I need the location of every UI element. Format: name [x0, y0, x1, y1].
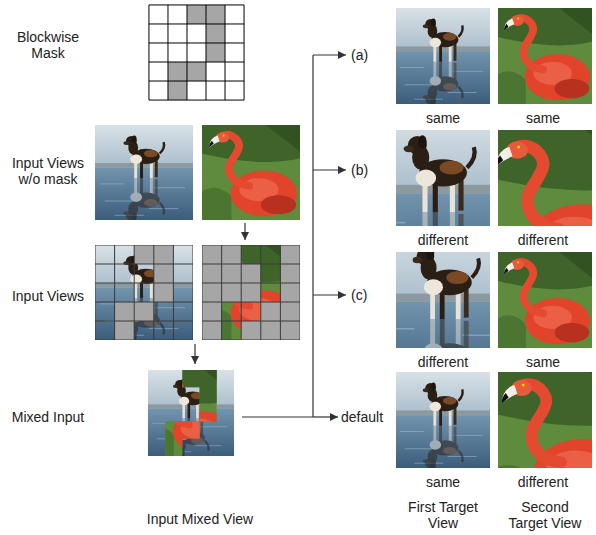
mixed-photo-part	[148, 370, 234, 457]
variant-label: default	[341, 409, 395, 425]
masked-dog-photo-part	[95, 245, 193, 340]
branch-arrows-part	[313, 169, 346, 170]
column-label: Input Mixed View	[110, 511, 290, 527]
down-arrow	[194, 344, 195, 364]
target-view-tile: different	[392, 252, 494, 370]
variant-label: (a)	[351, 47, 391, 63]
tile-image-area	[492, 372, 594, 468]
flamingo-photo-part	[202, 125, 300, 220]
blockwise-mask-grid-part	[149, 5, 244, 100]
target-dog-photo-part	[395, 372, 491, 469]
row-label: Mixed Input	[3, 409, 93, 425]
tile-image-area	[492, 130, 594, 226]
target-flamingo-photo	[497, 252, 593, 348]
blockwise-mask-grid-part	[149, 5, 244, 100]
branch-arrows-part	[313, 54, 346, 55]
view-caption: same	[392, 110, 494, 126]
masked-dog-photo-part	[95, 245, 193, 340]
variant-label: (c)	[351, 287, 391, 303]
target-view-tile: same	[392, 8, 494, 126]
target-flamingo-photo-part	[491, 369, 596, 514]
view-caption: different	[392, 232, 494, 248]
masked-flamingo-photo-part	[202, 245, 300, 340]
target-dog-photo-part	[395, 8, 491, 105]
view-caption: different	[392, 354, 494, 370]
view-caption: same	[492, 354, 594, 370]
tile-image-area	[392, 252, 494, 348]
dog-photo-part	[95, 125, 193, 221]
column-label: Second Target View	[500, 499, 590, 531]
target-flamingo-photo-part	[497, 8, 593, 104]
target-view-tile: same	[492, 8, 594, 126]
target-view-tile: same	[392, 372, 494, 490]
tile-image-area	[392, 130, 494, 226]
mixed-photo-part	[148, 370, 234, 456]
target-view-tile: same	[492, 252, 594, 370]
branch-arrows-part	[242, 55, 313, 417]
masked-flamingo-photo-part	[202, 245, 300, 340]
variant-label: (b)	[351, 162, 391, 178]
view-caption: different	[492, 232, 594, 248]
column-label: First Target View	[400, 499, 486, 531]
masked-dog-photo	[95, 245, 193, 341]
row-label: Input Views w/o mask	[3, 155, 93, 187]
row-label: Input Views	[3, 288, 93, 304]
view-caption: same	[492, 110, 594, 126]
masked-flamingo-photo-part	[202, 245, 300, 340]
flamingo-photo	[202, 125, 300, 220]
masked-dog-photo-part	[95, 245, 193, 340]
masked-flamingo-photo	[202, 245, 300, 340]
blockwise-mask-grid-part	[149, 5, 244, 100]
tile-image-area	[392, 8, 494, 104]
branch-arrows	[242, 55, 346, 417]
branch-arrows-part	[313, 294, 346, 295]
mixed-photo	[148, 370, 234, 457]
blockwise-mask-grid	[149, 5, 244, 100]
row-label: Blockwise Mask	[3, 29, 93, 61]
tile-image-area	[392, 372, 494, 468]
masked-dog-photo-part	[95, 245, 193, 341]
branch-arrows-part	[313, 416, 338, 417]
target-flamingo-photo	[497, 8, 593, 104]
target-dog-photo	[395, 8, 491, 105]
down-arrow	[244, 223, 245, 240]
blockwise-mask-grid-part	[149, 5, 244, 100]
tile-image-area	[492, 252, 594, 348]
target-dog-photo	[395, 372, 491, 469]
masked-flamingo-photo-part	[202, 245, 300, 340]
target-view-tile: different	[392, 130, 494, 248]
tile-image-area	[492, 8, 594, 104]
target-view-tile: different	[492, 372, 594, 490]
target-flamingo-photo-part	[497, 252, 593, 348]
view-caption: same	[392, 474, 494, 490]
dog-photo	[95, 125, 193, 221]
target-view-tile: different	[492, 130, 594, 248]
target-flamingo-photo	[491, 369, 596, 514]
view-caption: different	[492, 474, 594, 490]
